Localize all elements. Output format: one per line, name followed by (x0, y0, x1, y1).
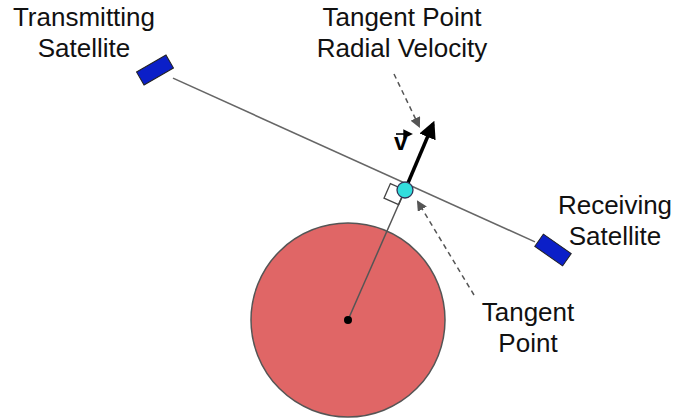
satellite-icon (535, 238, 571, 262)
callout-text: Tangent Point (470, 297, 586, 359)
satellite-icon (137, 58, 173, 82)
satellite-label: Transmitting Satellite (4, 2, 164, 64)
satellite-label: Receiving Satellite (549, 190, 681, 252)
satellite: Receiving Satellite (535, 238, 571, 262)
earth-center (344, 316, 352, 324)
vector-symbol: v (394, 128, 407, 156)
radius-line (348, 190, 405, 320)
tangent-point (397, 182, 413, 198)
satellite: Transmitting Satellite (137, 58, 173, 82)
leader-arrow (394, 74, 419, 126)
signal-path (173, 78, 535, 242)
earth (251, 223, 445, 417)
leader-arrow (418, 202, 474, 295)
callout-text: Tangent Point Radial Velocity (292, 2, 512, 64)
